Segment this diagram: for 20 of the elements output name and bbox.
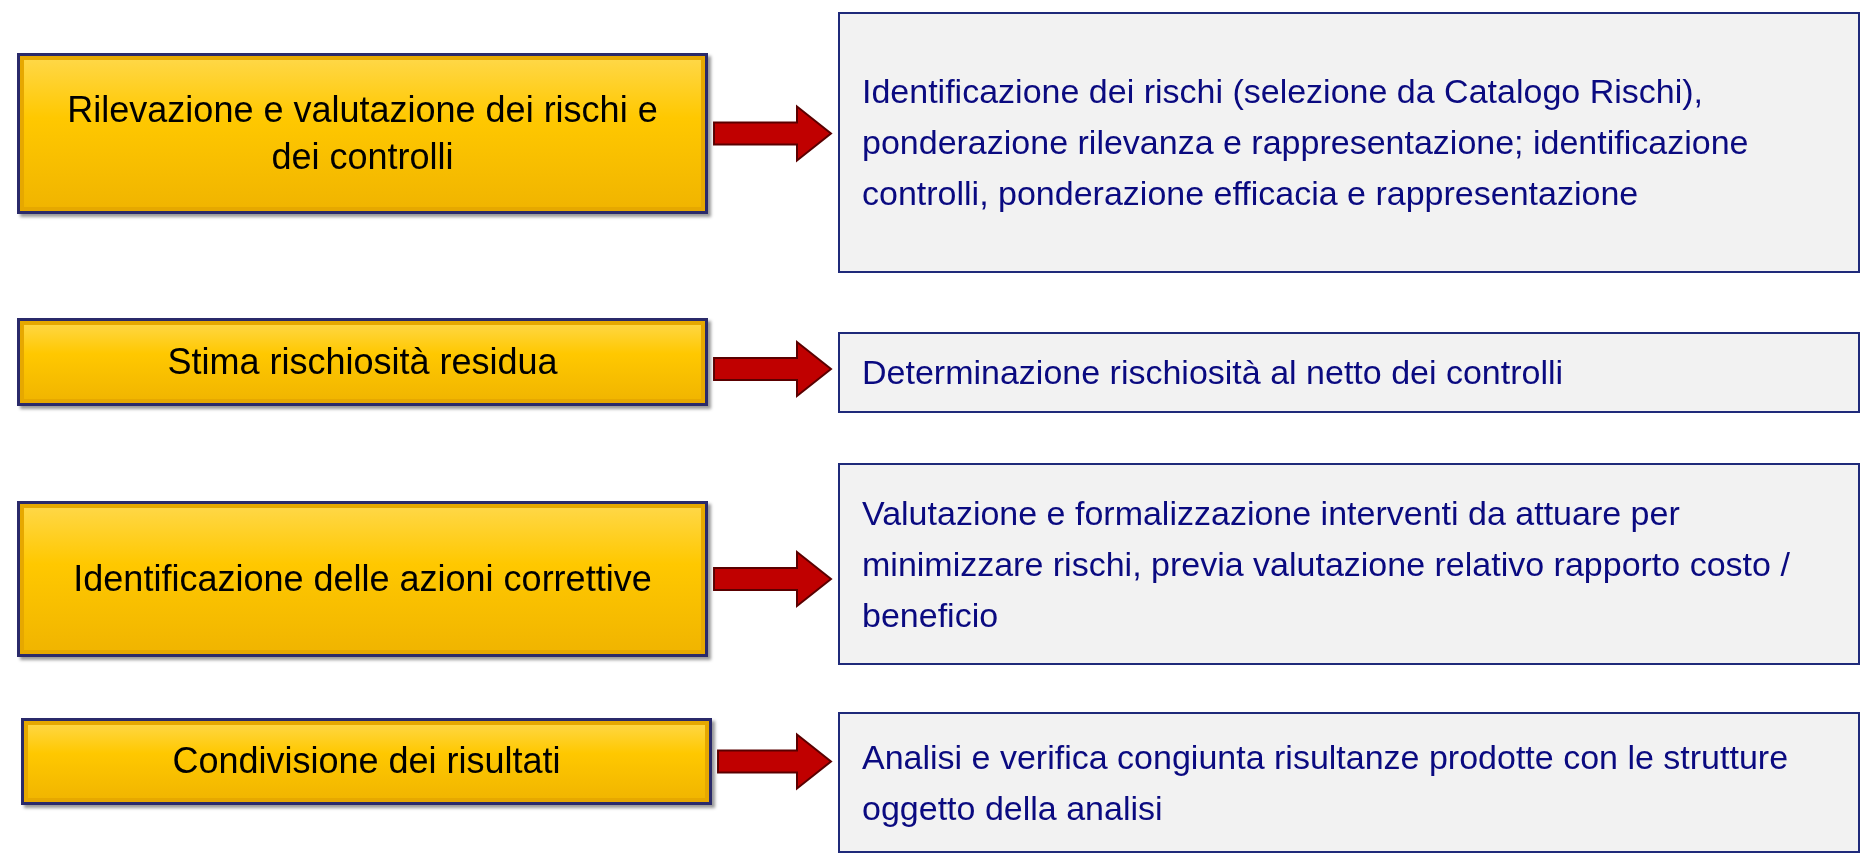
block-arrow [717, 732, 833, 791]
step-box [17, 53, 708, 214]
description-text: Analisi e verifica congiunta risultanze prodotte con le strutture oggetto della analisi [862, 736, 1790, 829]
step-title: Rilevazione e valutazione dei rischi e dei controlli [66, 87, 659, 179]
block-arrow [713, 104, 833, 163]
step-box [17, 501, 708, 657]
description-text: Identificazione dei rischi (selezione da Catalogo Rischi), ponderazione rilevanza e rappresentazione; identificazione controlli, ponderazione efficacia e rappresentazione [862, 71, 1750, 214]
description-text: Valutazione e formalizzazione interventi da attuare per minimizzare rischi, previa valutazione relativo rapporto costo / beneficio [862, 492, 1791, 636]
description-box [838, 12, 1860, 273]
description-text: Determinazione rischiosità al netto dei controlli [862, 352, 1564, 393]
step-box [21, 718, 712, 805]
step-box [17, 318, 708, 406]
block-arrow [713, 339, 833, 399]
step-title: Condivisione dei risultati [172, 739, 561, 784]
block-arrow [713, 549, 833, 609]
description-box [838, 463, 1860, 665]
step-title: Identificazione delle azioni correttive [73, 556, 652, 601]
description-box [838, 332, 1860, 413]
description-box [838, 712, 1860, 853]
step-title: Stima rischiosità residua [167, 339, 558, 384]
